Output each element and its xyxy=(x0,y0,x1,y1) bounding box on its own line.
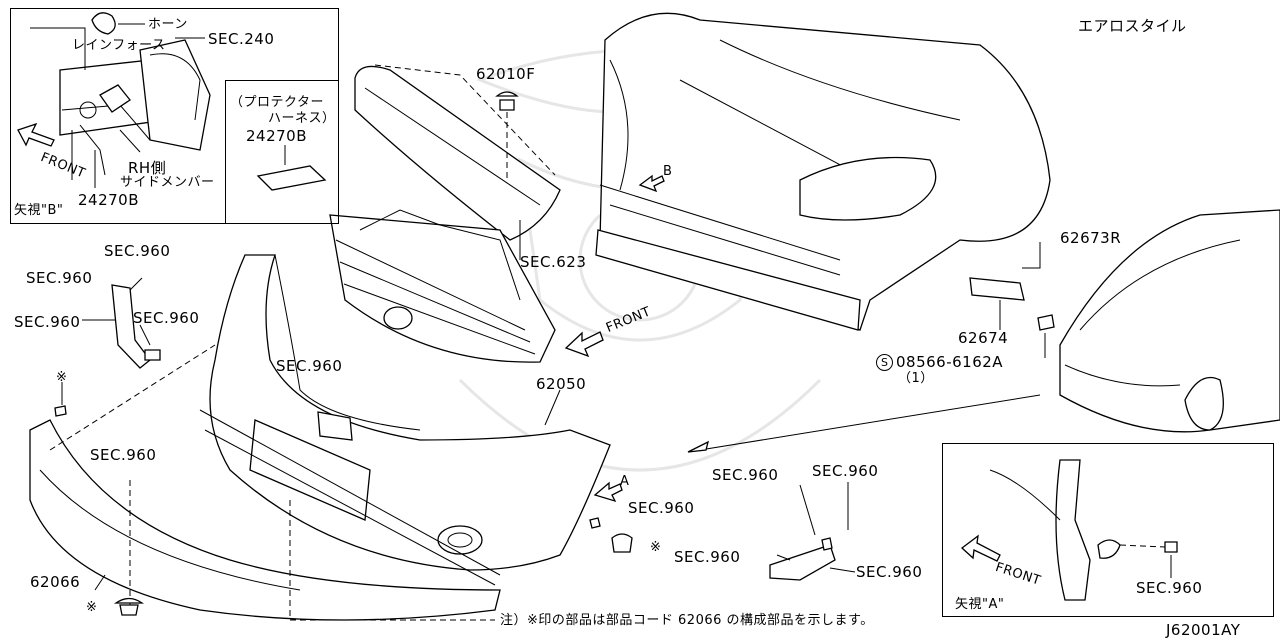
sec960-label-d: SEC.960 xyxy=(133,309,200,327)
part-62066-label: 62066 xyxy=(30,573,81,591)
sec960-label-i: SEC.960 xyxy=(812,462,879,480)
star-marker-1: ※ xyxy=(56,370,68,385)
star-marker-3: ※ xyxy=(86,600,98,615)
marker-b-label: B xyxy=(663,164,673,179)
protector-sub-frame xyxy=(225,80,338,223)
marker-a-label: A xyxy=(620,474,630,489)
sec960-label-a: SEC.960 xyxy=(104,242,171,260)
sec960-label-c: SEC.960 xyxy=(14,313,81,331)
bolt-code-label: 08566-6162A xyxy=(896,353,1004,371)
protector-label-2: ハーネス） xyxy=(268,111,336,126)
lower-spoiler-drawing xyxy=(29,344,501,621)
vehicle-structure-drawing xyxy=(595,12,1055,358)
part-62050-label: 62050 xyxy=(536,375,587,393)
aero-style-label: エアロスタイル xyxy=(1078,17,1187,35)
inset-a-drawing xyxy=(960,459,1178,601)
bumper-fascia-drawing xyxy=(199,254,623,586)
inset-b-frame xyxy=(10,8,339,224)
sec240-label: SEC.240 xyxy=(208,30,275,48)
upper-grille-drawing xyxy=(354,64,561,260)
diagram-code: J62001AY xyxy=(1166,621,1241,639)
star-marker-2: ※ xyxy=(650,540,662,555)
bolt-symbol: S xyxy=(876,354,893,371)
horn-label: ホーン xyxy=(148,17,188,32)
right-bracket-drawing xyxy=(589,482,856,581)
inset-b-view-label: 矢視"B" xyxy=(14,203,64,218)
footnote: 注）※印の部品は部品コード 62066 の構成部品を示します。 xyxy=(500,613,874,628)
inset-a-view-label: 矢視"A" xyxy=(955,597,1005,612)
sec960-label-f: SEC.960 xyxy=(90,446,157,464)
grille-drawing xyxy=(329,209,604,363)
part-62674-label: 62674 xyxy=(958,329,1009,347)
sec960-label-j: SEC.960 xyxy=(674,548,741,566)
left-bracket-drawing xyxy=(54,277,161,417)
part-62010F-label: 62010F xyxy=(476,65,536,83)
part-62673R-label: 62673R xyxy=(1060,229,1122,247)
reinforce-label: レインフォース xyxy=(72,38,166,53)
protector-code-label: 24270B xyxy=(246,127,308,145)
sec960-label-k: SEC.960 xyxy=(856,563,923,581)
bolt-qty-label: （1） xyxy=(898,371,934,386)
protector-label-1: （プロテクター xyxy=(230,95,324,110)
sec623-label: SEC.623 xyxy=(520,253,587,271)
sec960-label-h: SEC.960 xyxy=(712,466,779,484)
car-silhouette-drawing xyxy=(687,209,1280,453)
side-member-label: サイドメンバー xyxy=(120,175,215,190)
sec960-label-b: SEC.960 xyxy=(26,269,93,287)
inset-b-drawing xyxy=(17,12,327,191)
inset-b-part-code: 24270B xyxy=(78,191,140,209)
sec960-label-e: SEC.960 xyxy=(276,357,343,375)
inset-a-frame xyxy=(942,443,1274,617)
inset-a-sec960-label: SEC.960 xyxy=(1136,579,1203,597)
rh-side-label: RH側 xyxy=(128,159,167,177)
sec960-label-g: SEC.960 xyxy=(628,499,695,517)
